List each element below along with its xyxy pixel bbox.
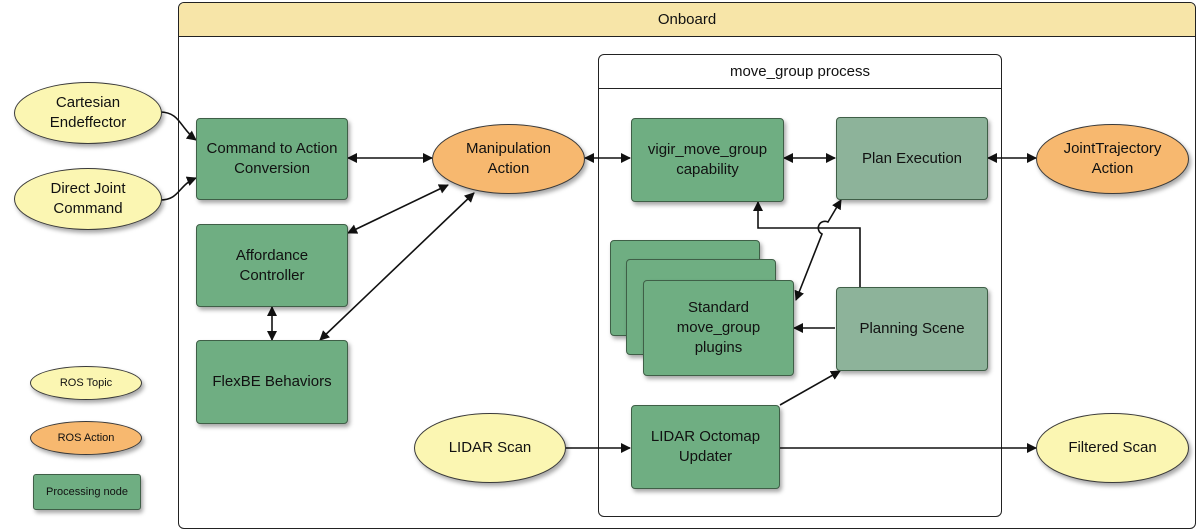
lidar-scan-label: LIDAR Scan: [448, 439, 532, 456]
arrow-octomap-to-scene: [779, 370, 841, 406]
manipulation-action-label: Manipulation Action: [465, 140, 552, 177]
standard-plugins-node: Standard move_group plugins: [643, 280, 794, 376]
legend-action: ROS Action: [30, 421, 142, 455]
arrow-cartesian-to-command: [159, 111, 197, 141]
lidar-scan-topic: LIDAR Scan: [414, 413, 566, 483]
arrow-plan-plugins: [794, 199, 842, 301]
vigir-capability-node: vigir_move_group capability: [631, 118, 784, 202]
move-group-container: [598, 54, 1002, 517]
plan-execution-node: Plan Execution: [836, 117, 988, 200]
cartesian-endeffector-topic: Cartesian Endeffector: [14, 82, 162, 144]
onboard-header: Onboard: [179, 3, 1195, 37]
arrow-manipulation-flexbe: [319, 192, 475, 341]
flexbe-behaviors-node: FlexBE Behaviors: [196, 340, 348, 424]
move-group-header: move_group process: [599, 55, 1001, 89]
move-group-title: move_group process: [729, 63, 871, 80]
affordance-controller-label: Affordance Controller: [235, 246, 309, 284]
direct-joint-command-topic: Direct Joint Command: [14, 168, 162, 230]
joint-trajectory-action: JointTrajectory Action: [1036, 124, 1189, 194]
filtered-scan-topic: Filtered Scan: [1036, 413, 1189, 483]
lidar-octomap-node: LIDAR Octomap Updater: [631, 405, 780, 489]
legend-action-label: ROS Action: [57, 432, 115, 444]
legend-node: Processing node: [33, 474, 141, 510]
legend-topic-label: ROS Topic: [59, 377, 113, 389]
legend-node-label: Processing node: [46, 486, 128, 498]
plan-execution-label: Plan Execution: [861, 149, 963, 167]
planning-scene-label: Planning Scene: [859, 320, 965, 337]
onboard-title: Onboard: [657, 11, 717, 28]
arrow-manipulation-affordance: [347, 184, 449, 234]
affordance-controller-node: Affordance Controller: [196, 224, 348, 307]
legend-topic: ROS Topic: [30, 366, 142, 400]
vigir-capability-label: vigir_move_group capability: [647, 141, 768, 178]
standard-plugins-label: Standard move_group plugins: [676, 299, 761, 356]
joint-trajectory-label: JointTrajectory Action: [1063, 140, 1162, 177]
lidar-octomap-label: LIDAR Octomap Updater: [650, 428, 761, 465]
onboard-container: [178, 2, 1196, 529]
command-conversion-node: Command to Action Conversion: [196, 118, 348, 200]
manipulation-action: Manipulation Action: [432, 124, 585, 194]
cartesian-endeffector-label: Cartesian Endeffector: [49, 94, 127, 131]
arrow-direct-to-command: [159, 176, 197, 201]
filtered-scan-label: Filtered Scan: [1068, 439, 1157, 456]
direct-joint-command-label: Direct Joint Command: [50, 180, 126, 217]
flexbe-behaviors-label: FlexBE Behaviors: [212, 373, 332, 390]
command-conversion-label: Command to Action Conversion: [206, 140, 338, 177]
planning-scene-node: Planning Scene: [836, 287, 988, 371]
